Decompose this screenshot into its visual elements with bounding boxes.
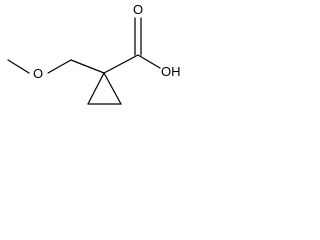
bond-ring-carboxyl [103,54,139,74]
bond-carboxyl-hydroxyl [137,54,161,69]
hydroxyl-label: OH [161,64,181,79]
bond-methyl-ether [7,59,30,74]
bond-ring-right [103,72,122,105]
bond-methylene-ring [70,59,105,74]
ether-oxygen-label: O [33,66,43,81]
structure-diagram: O O OH [0,0,194,108]
carbonyl-oxygen-label: O [133,2,143,17]
bond-ring-left [87,72,105,105]
bond-ether-methylene [47,59,72,74]
molecule-drawing: O O OH [7,2,181,105]
